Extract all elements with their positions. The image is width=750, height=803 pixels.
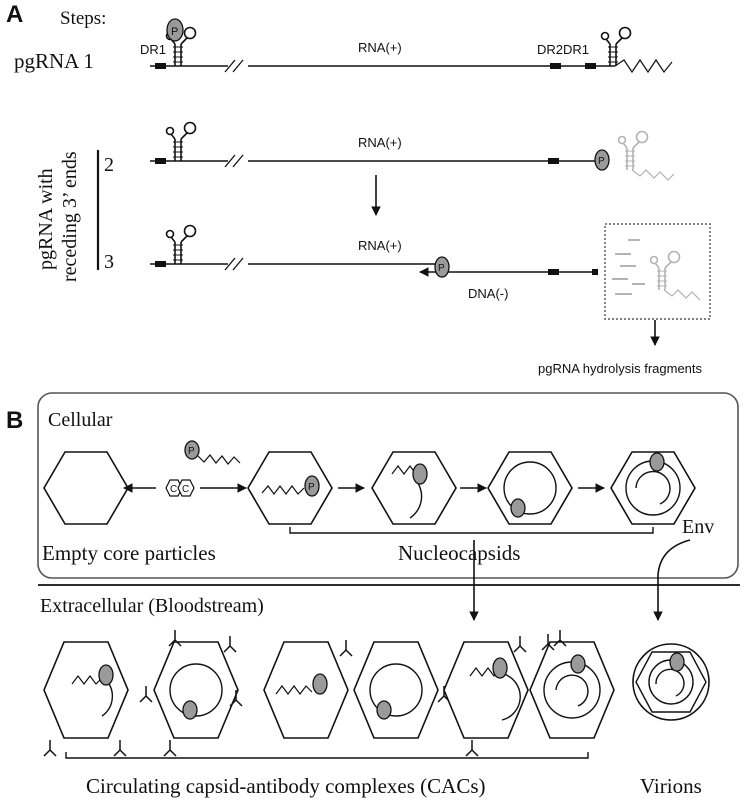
dr1-label: DR1 xyxy=(140,42,166,57)
polymerase-p-row3-label: P xyxy=(438,263,445,274)
nucleocapsid-1: P xyxy=(247,451,333,525)
cac-1 xyxy=(43,641,129,757)
pgrna-row-2: P RNA(+) xyxy=(150,121,675,181)
fragments-label: pgRNA hydrolysis fragments xyxy=(538,361,703,376)
virion xyxy=(632,643,710,721)
nucleocapsids-bracket xyxy=(289,527,654,534)
virions-label: Virions xyxy=(640,774,702,798)
dr1-box-3prime xyxy=(585,63,596,69)
dna-minus-label: DNA(-) xyxy=(468,286,508,301)
rna-plus-label-1: RNA(+) xyxy=(358,40,402,55)
polymerase-p-row2 xyxy=(594,149,610,171)
polymerase-p-row2-label: P xyxy=(598,156,605,167)
env-label: Env xyxy=(682,516,714,538)
pgrna-row-3: P RNA(+) DNA(-) xyxy=(150,224,598,301)
dr2dr1-label: DR2DR1 xyxy=(537,42,589,57)
step-3-label: 3 xyxy=(104,251,114,273)
free-rna xyxy=(197,454,241,465)
side-label-line1: pgRNA with xyxy=(35,168,57,270)
pgrna-row-1: P DR1 RNA(+) DR2DR1 xyxy=(140,18,673,74)
rna-plus-label-3: RNA(+) xyxy=(358,238,402,253)
nucleocapsid-2 xyxy=(371,451,457,525)
nucleocapsid-3 xyxy=(487,451,573,525)
cc-compound: C C xyxy=(165,479,195,497)
side-label: pgRNA with receding 3’ ends xyxy=(35,151,81,282)
dr1-box xyxy=(155,63,166,69)
pgrna-1-label: pgRNA 1 xyxy=(14,49,94,73)
c1-label: C xyxy=(170,484,177,495)
side-label-line2: receding 3’ ends xyxy=(59,151,81,282)
polymerase-p xyxy=(166,18,184,42)
free-polymerase-p xyxy=(184,440,200,460)
step-2-label: 2 xyxy=(104,154,114,176)
free-polymerase-p-label: P xyxy=(188,446,195,457)
panel-a-label: A xyxy=(6,1,23,28)
nc1-p: P xyxy=(308,482,315,493)
env-arrow xyxy=(653,539,691,621)
dr2-box xyxy=(550,63,561,69)
nucleocapsids-label: Nucleocapsids xyxy=(398,541,520,565)
cellular-label: Cellular xyxy=(48,409,113,431)
polymerase-p-label: P xyxy=(171,26,178,38)
c2-label: C xyxy=(182,484,189,495)
extracellular-label: Extracellular (Bloodstream) xyxy=(40,595,264,617)
cac-5 xyxy=(443,635,529,757)
cac-3 xyxy=(263,639,353,739)
nucleocapsid-4 xyxy=(610,451,696,525)
empty-core-label: Empty core particles xyxy=(42,541,216,565)
cacs-label: Circulating capsid-antibody complexes (C… xyxy=(86,774,486,798)
cellular-box xyxy=(37,392,739,579)
cac-4 xyxy=(353,641,451,739)
steps-header: Steps: xyxy=(60,8,106,29)
rna-plus-label-2: RNA(+) xyxy=(358,135,402,150)
panel-b-label: B xyxy=(6,407,23,434)
cac-6 xyxy=(529,629,615,739)
empty-core-hexagon xyxy=(43,451,129,525)
hydrolysis-box xyxy=(604,223,711,320)
polymerase-p-row3 xyxy=(434,256,450,278)
cac-2 xyxy=(139,629,243,757)
cac-bracket xyxy=(65,752,589,759)
